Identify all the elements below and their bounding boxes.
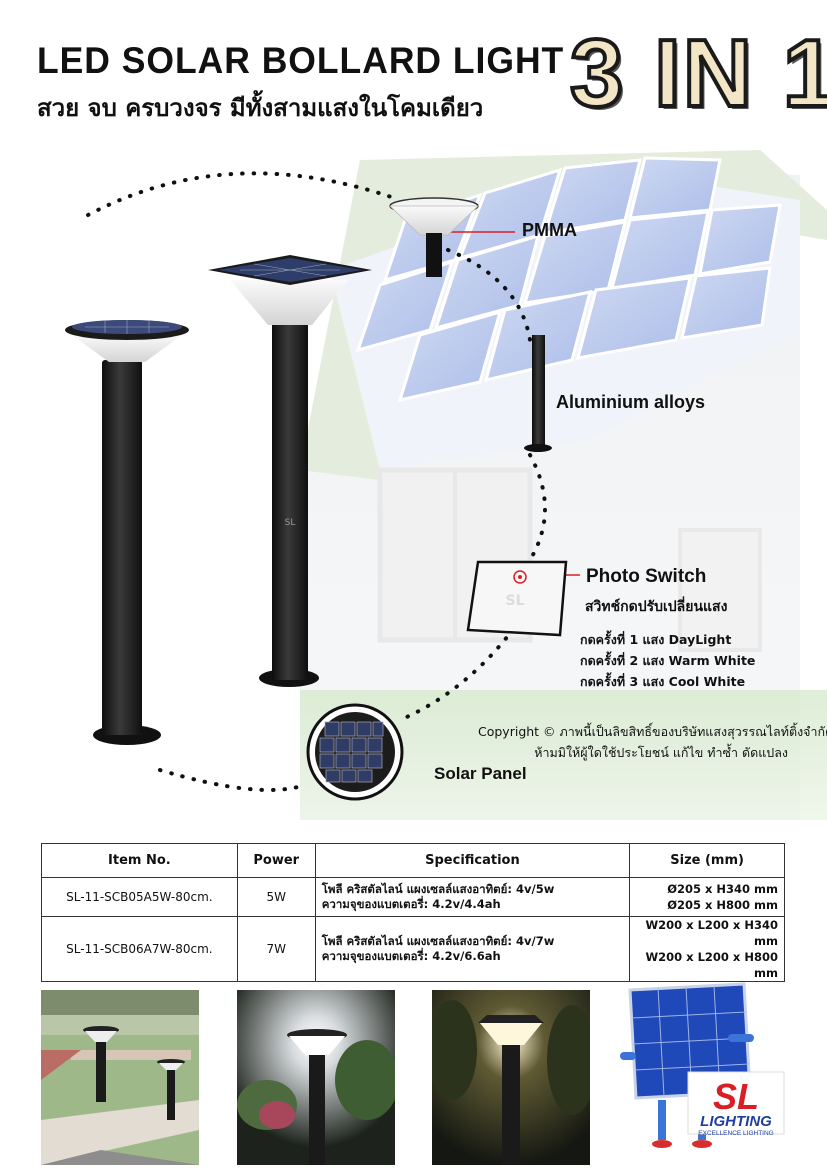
press-step-2: กดครั้งที่ 2 แสง Warm White (580, 653, 756, 668)
solar-roof (355, 156, 782, 403)
aluminium-label: Aluminium alloys (556, 392, 706, 412)
spec-line: โพลี คริสตัลไลน์ แผงเซลล์แสงอาทิตย์: 4v/… (321, 934, 555, 948)
size-line: W200 x L200 x H800 mm (645, 950, 778, 980)
table-header-row: Item No. Power Specification Size (mm) (41, 843, 785, 878)
spec-cell: โพลี คริสตัลไลน์ แผงเซลล์แสงอาทิตย์: 4v/… (314, 877, 631, 917)
logo-name: LIGHTING (700, 1113, 772, 1130)
svg-text:SL: SL (505, 593, 524, 609)
logo-mark: SL (713, 1076, 759, 1117)
press-step-3: กดครั้งที่ 3 แสง Cool White (580, 674, 746, 689)
column-header: Size (mm) (629, 843, 785, 878)
column-header: Power (236, 843, 316, 878)
garden-night-cool-white-photo (237, 990, 395, 1165)
photo-switch-label: Photo Switch (586, 566, 707, 587)
copyright-line-1: Copyright © ภาพนี้เป็นลิขสิทธิ์ของบริษัท… (478, 724, 827, 739)
aluminium-pole (524, 335, 552, 452)
column-header: Specification (314, 843, 631, 878)
table-row: SL-11-SCB06A7W-80cm. 7W โพลี คริสตัลไลน์… (41, 916, 785, 982)
size-cell: Ø205 x H340 mm Ø205 x H800 mm (629, 877, 785, 917)
garden-night-warm-white-photo (432, 990, 590, 1165)
page-subtitle-thai: สวย จบ ครบวงจร มีทั้งสามแสงในโคมเดียว (37, 94, 484, 122)
item-no-cell: SL-11-SCB06A7W-80cm. (41, 916, 238, 982)
power-cell: 7W (236, 916, 316, 982)
copyright-line-2: ห้ามมิให้ผู้ใดใช้ประโยชน์ แก้ไข ทำซ้ำ ดั… (534, 745, 788, 760)
table-row: SL-11-SCB05A5W-80cm. 5W โพลี คริสตัลไลน์… (41, 877, 785, 917)
press-step-1: กดครั้งที่ 1 แสง DayLight (580, 632, 732, 647)
power-cell: 5W (236, 877, 316, 917)
spec-cell: โพลี คริสตัลไลน์ แผงเซลล์แสงอาทิตย์: 4v/… (314, 916, 631, 982)
sl-lighting-logo: SL LIGHTING EXCELLENCE LIGHTING (620, 982, 785, 1148)
pmma-label: PMMA (522, 220, 577, 240)
item-no-cell: SL-11-SCB05A5W-80cm. (41, 877, 238, 917)
three-in-one-badge: 3 IN 1 (568, 20, 827, 127)
garden-daylight-photo (41, 990, 199, 1165)
spec-line: ความจุของแบตเตอรี่: 4.2v/4.4ah (321, 897, 501, 911)
solar-panel-label: Solar Panel (434, 764, 527, 783)
pmma-diffuser (389, 197, 479, 277)
house-background (300, 150, 827, 820)
product-scene: SL SL (65, 150, 827, 820)
spec-line: ความจุของแบตเตอรี่: 4.2v/6.6ah (321, 949, 501, 963)
size-cell: W200 x L200 x H340 mm W200 x L200 x H800… (629, 916, 785, 982)
round-bollard-light (65, 320, 189, 745)
size-line: W200 x L200 x H340 mm (645, 918, 778, 948)
spec-line: โพลี คริสตัลไลน์ แผงเซลล์แสงอาทิตย์: 4v/… (321, 882, 555, 896)
column-header: Item No. (41, 843, 238, 878)
size-line: Ø205 x H800 mm (667, 898, 778, 912)
square-bollard-light: SL (208, 255, 372, 687)
size-line: Ø205 x H340 mm (667, 882, 778, 896)
spec-table: Item No. Power Specification Size (mm) S… (41, 843, 785, 982)
page-title: LED SOLAR BOLLARD LIGHT (37, 40, 565, 81)
photo-switch-plate: SL (466, 560, 568, 637)
logo-tagline: EXCELLENCE LIGHTING (698, 1130, 774, 1137)
photo-switch-thai-label: สวิทช์กดปรับเปลี่ยนแสง (585, 599, 728, 615)
post-logo-mark: SL (285, 518, 296, 528)
dotted-connectors (86, 171, 547, 792)
round-solar-panel (306, 703, 404, 801)
